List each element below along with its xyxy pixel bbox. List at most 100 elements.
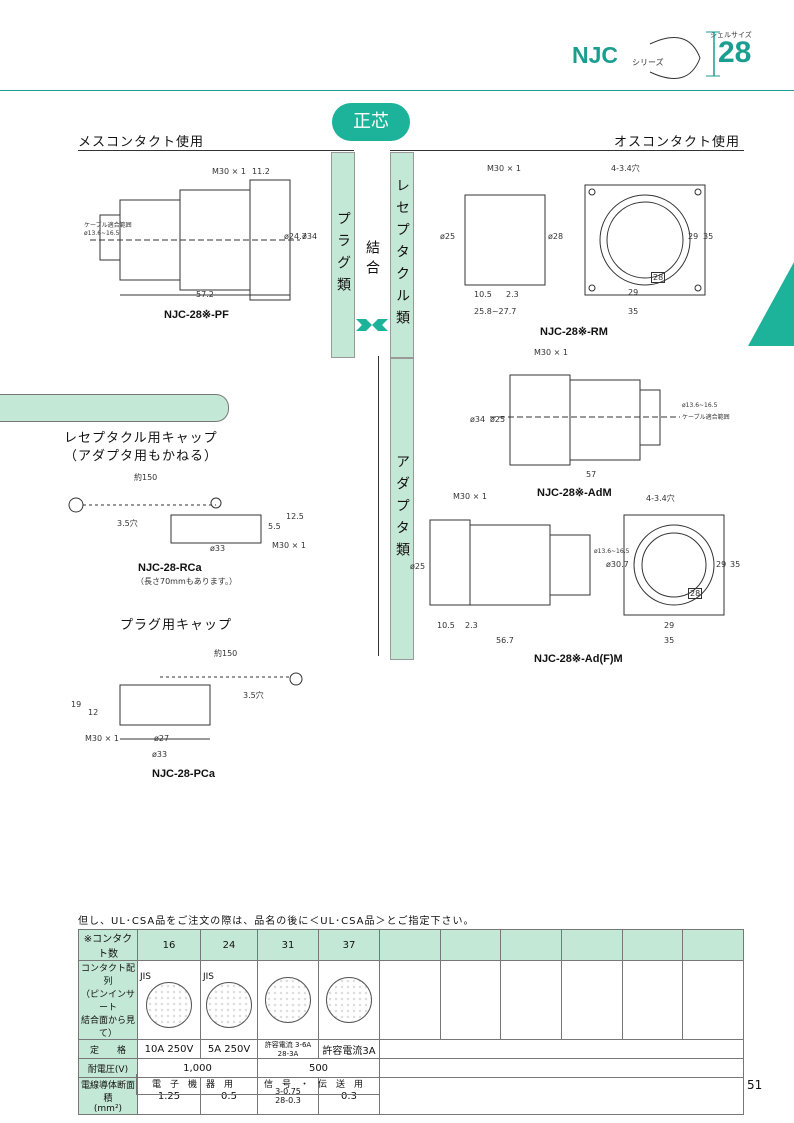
- rating-label: 定 格: [78, 1039, 138, 1059]
- usage-frame: [136, 1074, 380, 1095]
- rating-row: 定 格 10A 250V 5A 250V 許容電流 3-6A 28-3A 許容電…: [78, 1039, 744, 1059]
- contacts-24: 24: [200, 929, 258, 961]
- empty-cell: [379, 960, 441, 1040]
- pca-dim-19: 19: [71, 700, 82, 709]
- receptacle-category-bar: レセプタクル類: [390, 152, 414, 358]
- rating-16: 10A 250V: [137, 1039, 201, 1059]
- layout-31: [257, 960, 319, 1040]
- rm-dim-28: ø28: [548, 232, 564, 241]
- adfm-dim-35-v: 35: [730, 560, 741, 569]
- empty-cell: [560, 929, 623, 961]
- layout-label-line-1: コンタクト配列: [80, 964, 135, 987]
- usage-signal: 信号・伝送用: [263, 1080, 372, 1090]
- area-label: 電線導体断面積 (mm²): [78, 1077, 138, 1115]
- area-31: 3-0.75 28-0.3: [257, 1077, 319, 1115]
- header-rule: [0, 90, 794, 91]
- layout-row: コンタクト配列 （ピンインサート 結合面から見て） JIS JIS: [78, 960, 744, 1040]
- adfm-dim-thread: M30 × 1: [453, 492, 487, 501]
- rm-dim-thread: M30 × 1: [487, 164, 521, 173]
- empty-cell: [682, 929, 744, 961]
- contacts-row: ※コンタクト数 16 24 31 37: [78, 929, 744, 961]
- center-badge: 正芯: [332, 103, 410, 141]
- receptacle-cap-subtitle: （アダプタ用もかねる）: [64, 449, 219, 464]
- adapter-adm-drawing: [490, 374, 680, 466]
- adfm-dim-30-7: ø30.7: [606, 560, 629, 569]
- plug-cap-title: プラグ用キャップ: [120, 618, 233, 633]
- adfm-dim-2-3: 2.3: [465, 621, 478, 630]
- pf-dim-11-2: 11.2: [252, 167, 270, 176]
- series-suffix: シリーズ: [632, 58, 664, 67]
- pin-layout-37-icon: [326, 977, 372, 1023]
- rca-dim-33: ø33: [210, 544, 226, 553]
- pf-dim-57-2: 57.2: [196, 290, 214, 299]
- rm-dim-29-v: 29: [688, 232, 699, 241]
- rca-dim-hole: 3.5穴: [117, 519, 138, 528]
- adapter-adfm-drawing: [429, 514, 725, 616]
- plug-cap-drawing: [119, 672, 303, 740]
- plug-pf-drawing: [90, 179, 300, 301]
- layout-37: [318, 960, 380, 1040]
- part-pf: NJC-28※-PF: [164, 309, 229, 321]
- rm-dim-holes: 4-3.4穴: [611, 164, 640, 173]
- jis-mark-24: JIS: [203, 972, 215, 982]
- area-31-b: 28-0.3: [275, 1096, 301, 1105]
- empty-cell: [621, 960, 684, 1040]
- adfm-dim-10-5: 10.5: [437, 621, 455, 630]
- pf-dim-34: ø34: [302, 232, 318, 241]
- shell-size-label: シェルサイズ: [710, 31, 752, 39]
- empty-cell: [379, 929, 441, 961]
- area-label-line-2: (mm²): [93, 1104, 123, 1114]
- adfm-dim-29-h: 29: [664, 621, 675, 630]
- empty-cell: [379, 1077, 744, 1115]
- rca-dim-12-5: 12.5: [286, 512, 304, 521]
- shell-size-value: 28: [718, 36, 752, 69]
- page-number: 51: [747, 1078, 763, 1092]
- layout-16: JIS: [137, 960, 201, 1040]
- pin-layout-16-icon: [146, 982, 192, 1028]
- adm-dim-34: ø34: [470, 415, 486, 424]
- rating-24: 5A 250V: [200, 1039, 258, 1059]
- rm-dim-25-8: 25.8~27.7: [474, 307, 517, 316]
- part-rca: NJC-28-RCa: [138, 562, 202, 574]
- area-16: 1.25: [137, 1077, 201, 1115]
- contacts-16: 16: [137, 929, 201, 961]
- left-heading-rule: [78, 150, 354, 151]
- pin-layout-31-icon: [265, 977, 311, 1023]
- rm-dim-35-v: 35: [703, 232, 714, 241]
- pf-dim-24-7: ø24.7: [284, 232, 307, 241]
- join-arrows-icon: [356, 319, 388, 331]
- adfm-dim-holes: 4-3.4穴: [646, 494, 675, 503]
- rca-dim-length: 約150: [134, 473, 158, 482]
- adfm-size-mark: 28: [688, 588, 703, 599]
- area-31-a: 3-0.75: [275, 1087, 301, 1096]
- pca-dim-33: ø33: [152, 750, 168, 759]
- empty-cell: [439, 960, 502, 1040]
- empty-cell: [439, 929, 502, 961]
- adfm-dim-25: ø25: [410, 562, 426, 571]
- usage-electronic: 電子機器用: [151, 1080, 242, 1090]
- header-arc: [649, 31, 720, 79]
- rm-dim-10-5: 10.5: [474, 290, 492, 299]
- rca-note: （長さ70mmもあります。）: [136, 577, 237, 586]
- contacts-37: 37: [318, 929, 380, 961]
- receptacle-cap-title: レセプタクル用キャップ: [64, 431, 218, 446]
- empty-cell: [500, 960, 562, 1040]
- rating-37: 許容電流3A: [318, 1039, 380, 1059]
- empty-cell: [560, 960, 623, 1040]
- pca-dim-thread: M30 × 1: [85, 734, 119, 743]
- empty-cell: [500, 929, 562, 961]
- area-24: 0.5: [200, 1077, 258, 1115]
- series-name: NJC: [572, 42, 619, 68]
- empty-cell: [621, 929, 684, 961]
- pca-dim-27: ø27: [154, 734, 170, 743]
- rm-dim-35-h: 35: [628, 307, 639, 316]
- rating-31: 許容電流 3-6A 28-3A: [257, 1039, 319, 1059]
- adm-dim-57: 57: [586, 470, 597, 479]
- pf-dim-cable-range-label: ケーブル適合範囲: [84, 222, 132, 229]
- empty-cell: [379, 1039, 744, 1059]
- part-adfm: NJC-28※-Ad(F)M: [534, 653, 623, 665]
- rm-dim-2-3: 2.3: [506, 290, 519, 299]
- rm-size-mark: 28: [651, 272, 666, 283]
- receptacle-rm-drawing: [464, 184, 706, 296]
- adfm-dim-29-v: 29: [716, 560, 727, 569]
